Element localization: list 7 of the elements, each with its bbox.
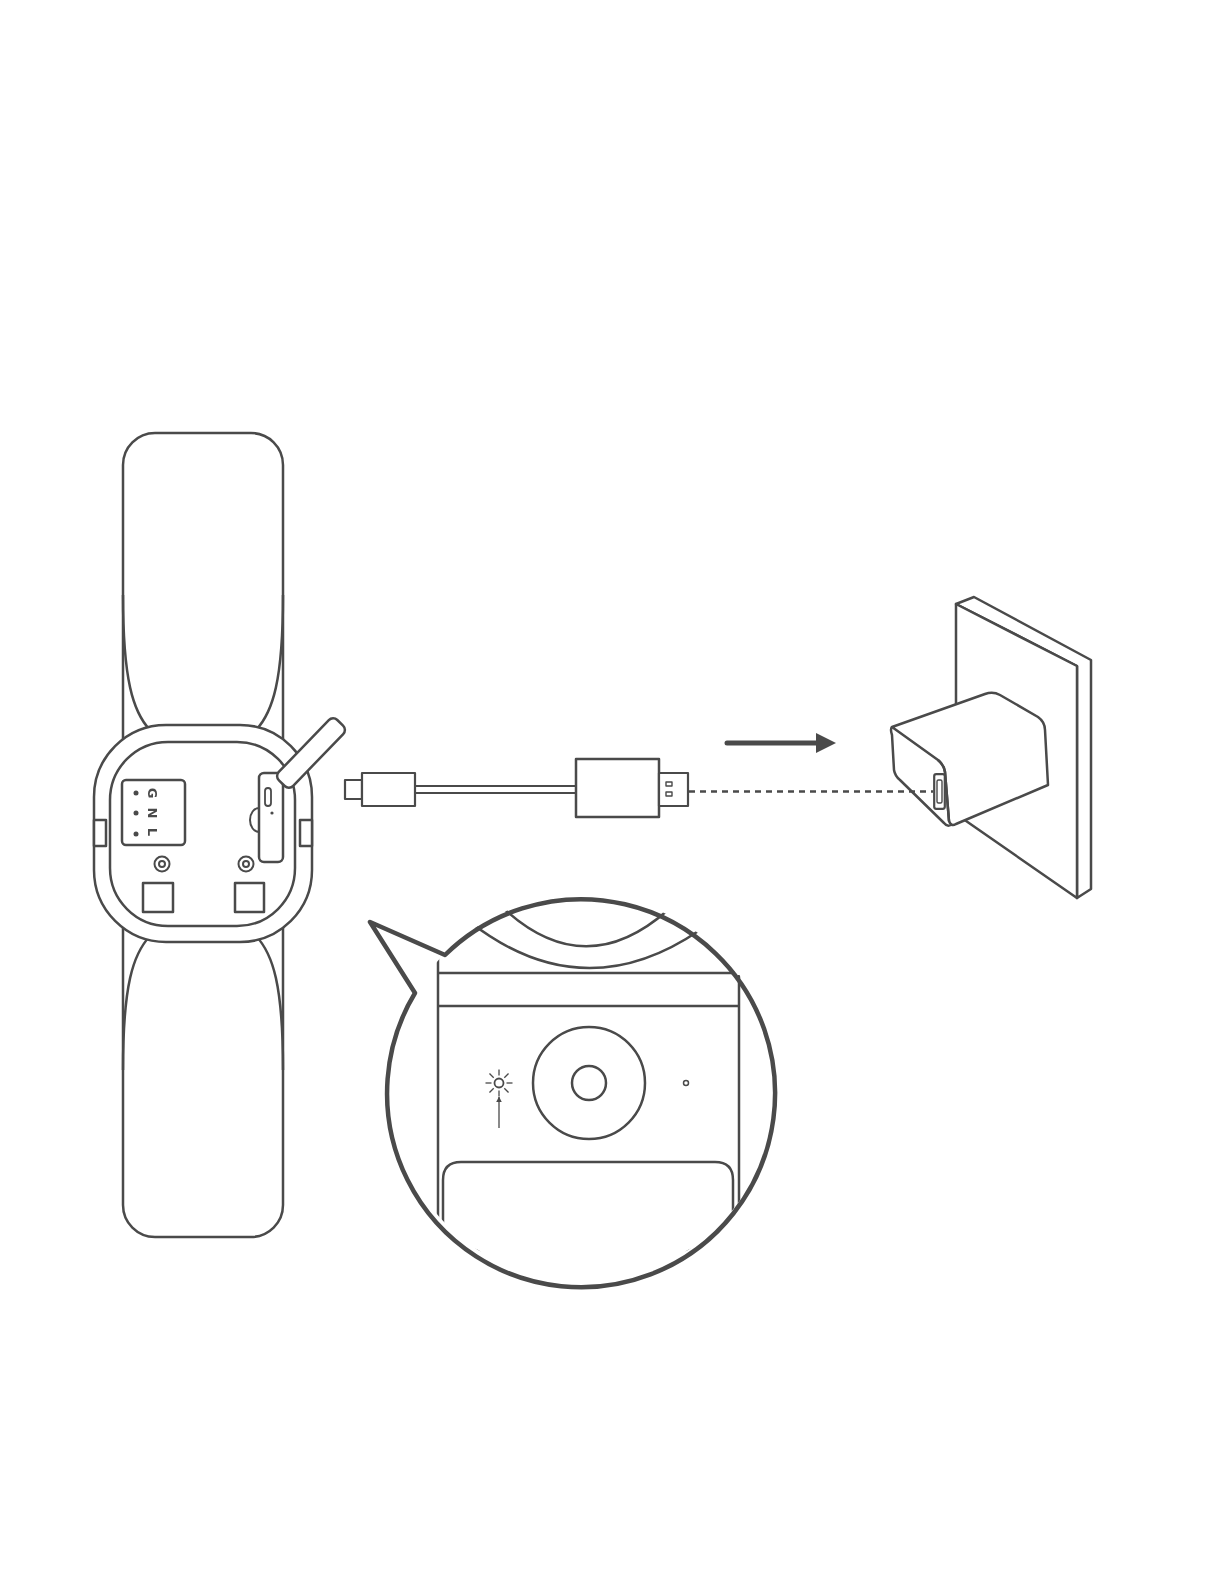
pin-label: G xyxy=(144,786,160,800)
pin-label: L xyxy=(144,826,160,839)
pin-label: N xyxy=(144,806,160,820)
usb-port xyxy=(933,773,946,810)
light-icon xyxy=(485,1069,513,1097)
pointer-arrow xyxy=(496,1096,502,1129)
dashed-guide-line xyxy=(689,790,933,793)
